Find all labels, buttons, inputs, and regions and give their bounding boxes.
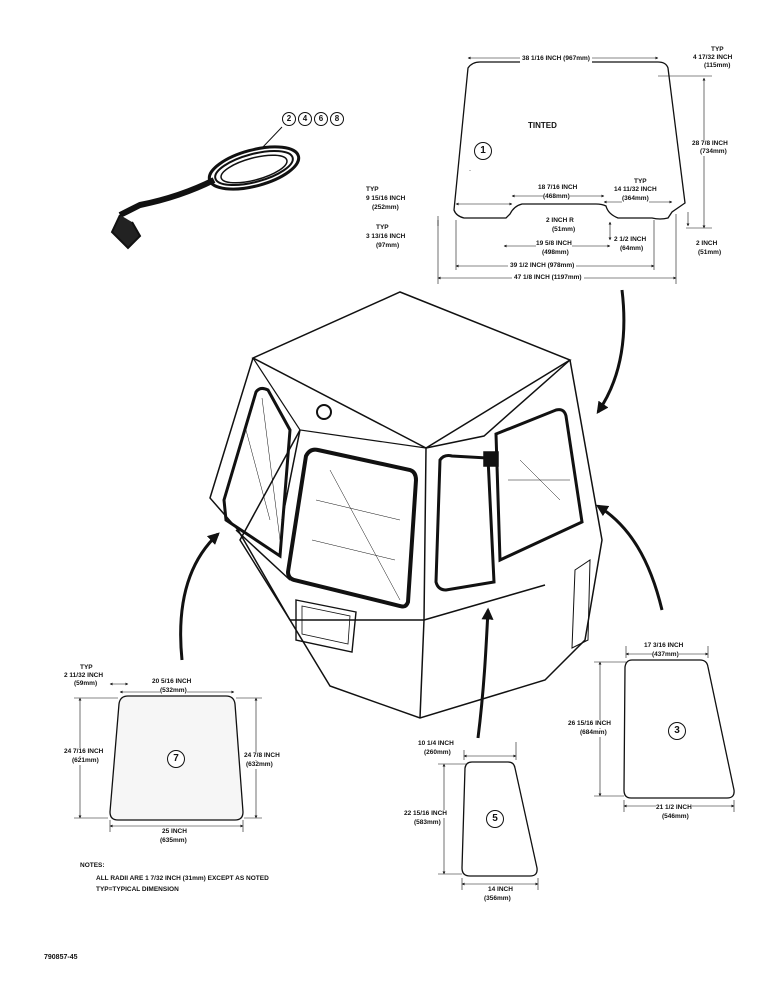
left-window-top-mm: (532mm) xyxy=(160,687,187,695)
callout-windshield: 1 xyxy=(474,142,492,160)
windshield-typ-notch: TYP xyxy=(634,178,647,185)
left-window-right: 24 7/8 INCH xyxy=(244,752,280,760)
windshield-notch-side: 14 11/32 INCH xyxy=(614,186,657,193)
left-window-right-mm: (632mm) xyxy=(246,761,273,769)
windshield-left-offset-mm: (252mm) xyxy=(372,204,399,211)
left-window-bottom-mm: (635mm) xyxy=(160,837,187,844)
windshield-glass-outline xyxy=(453,61,686,220)
notes-line-2: TYP=TYPICAL DIMENSION xyxy=(96,886,179,893)
callout-2: 2 xyxy=(282,112,296,126)
windshield-notch-bottom: 19 5/8 INCH xyxy=(536,240,572,248)
windshield-notch-width-mm: (468mm) xyxy=(543,193,570,201)
right-window-top: 17 3/16 INCH xyxy=(644,642,684,649)
cab-body xyxy=(209,291,603,719)
windshield-inner-width: 39 1/2 INCH (978mm) xyxy=(508,262,577,270)
windshield-notch-bottom-mm: (498mm) xyxy=(542,249,569,256)
right-window-height: 26 15/16 INCH xyxy=(568,720,611,728)
windshield-notch-side-mm: (364mm) xyxy=(622,195,649,203)
windshield-bottom-width: 47 1/8 INCH (1197mm) xyxy=(512,274,584,282)
door-window-glass xyxy=(461,761,538,877)
windshield-height-mm: (734mm) xyxy=(700,148,727,156)
left-window-top: 20 5/16 INCH xyxy=(152,678,192,685)
right-window-bottom-mm: (546mm) xyxy=(662,813,689,820)
windshield-right-step-mm: (51mm) xyxy=(698,249,722,256)
windshield-left-offset: 9 15/16 INCH xyxy=(366,195,406,202)
callout-left-window: 7 xyxy=(167,750,185,768)
right-window-dimension-lines xyxy=(594,646,735,812)
right-window-bottom: 21 1/2 INCH xyxy=(656,804,692,812)
left-window-corner-mm: (59mm) xyxy=(74,680,98,687)
left-window-bottom: 25 INCH xyxy=(162,828,187,835)
windshield-height: 28 7/8 INCH xyxy=(692,140,728,148)
door-window-bottom-mm: (356mm) xyxy=(484,895,511,902)
windshield-notch-radius-mm: (51mm) xyxy=(552,226,576,233)
callout-6: 6 xyxy=(314,112,328,126)
seal-strip-coil xyxy=(110,126,301,250)
tinted-label: TINTED xyxy=(528,121,557,130)
left-window-left: 24 7/16 INCH xyxy=(64,748,104,756)
callout-4: 4 xyxy=(298,112,312,126)
left-window-corner: 2 11/32 INCH xyxy=(64,672,104,679)
door-window-bottom: 14 INCH xyxy=(488,886,513,893)
windshield-notch-width: 18 7/16 INCH xyxy=(538,184,578,191)
windshield-left-height: 3 13/16 INCH xyxy=(366,233,406,240)
notes-line-1: ALL RADII ARE 1 7/32 INCH (31mm) EXCEPT … xyxy=(96,875,269,882)
callout-door-window: 5 xyxy=(486,810,504,828)
right-window-top-mm: (437mm) xyxy=(652,651,679,659)
figure-number: 790857-45 xyxy=(44,954,78,961)
windshield-typ-left2: TYP xyxy=(376,224,389,231)
windshield-left-height-mm: (97mm) xyxy=(376,242,400,249)
windshield-top-width: 38 1/16 INCH (967mm) xyxy=(520,55,592,63)
windshield-top-corner: 4 17/32 INCH xyxy=(693,54,733,61)
pointer-arrows xyxy=(179,289,664,739)
door-window-top-mm: (260mm) xyxy=(424,749,451,756)
right-window-glass xyxy=(623,659,735,799)
callout-right-window: 3 xyxy=(668,722,686,740)
windshield-typ-top: TYP xyxy=(711,46,724,53)
door-window-height: 22 15/16 INCH xyxy=(404,810,447,818)
windshield-typ-left: TYP xyxy=(366,186,379,193)
right-window-height-mm: (684mm) xyxy=(580,729,607,737)
windshield-top-corner-mm: (115mm) xyxy=(704,62,731,69)
windshield-right-step: 2 INCH xyxy=(696,240,718,247)
callout-8: 8 xyxy=(330,112,344,126)
windshield-notch-depth-mm: (64mm) xyxy=(620,245,644,252)
windshield-notch-depth: 2 1/2 INCH xyxy=(614,236,647,243)
notes-heading: NOTES: xyxy=(80,862,105,869)
left-window-typ: TYP xyxy=(80,664,93,671)
left-window-left-mm: (621mm) xyxy=(72,757,99,765)
windshield-notch-radius: 2 INCH R xyxy=(546,217,574,224)
door-window-dimension-lines xyxy=(438,742,539,890)
door-window-height-mm: (583mm) xyxy=(414,819,441,827)
door-window-top: 10 1/4 INCH xyxy=(418,740,454,747)
